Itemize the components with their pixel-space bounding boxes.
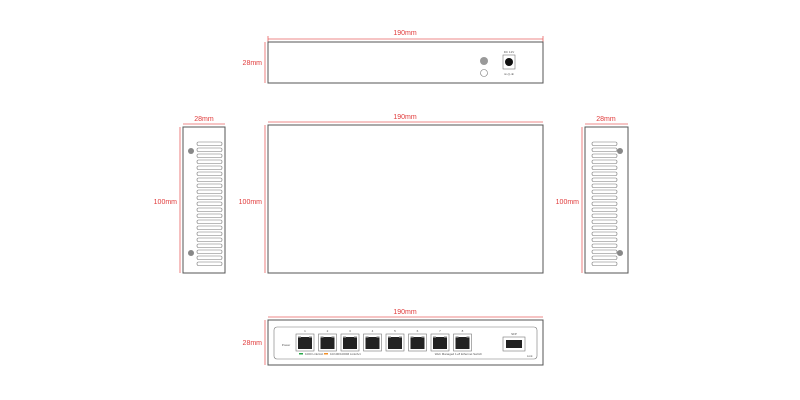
ethernet-port — [363, 333, 382, 352]
port-number: 4 — [372, 329, 374, 333]
ethernet-port — [295, 333, 315, 352]
vent-slot — [196, 255, 223, 260]
vent-slot — [196, 261, 223, 266]
vent-slot — [196, 141, 223, 146]
vent-slot — [591, 183, 618, 188]
front-height-label: 28mm — [243, 340, 263, 347]
vent-slot — [196, 177, 223, 182]
ethernet-port — [318, 333, 337, 352]
vent-slot — [591, 165, 618, 170]
top-view: 190mm 100mm — [239, 114, 544, 274]
port-number: 7 — [439, 329, 441, 333]
side-width-label: 28mm — [194, 116, 214, 123]
ethernet-port — [408, 333, 427, 352]
right-width-label: 28mm — [596, 116, 616, 123]
vent-slot — [591, 237, 618, 242]
ground-screw-icon — [480, 57, 488, 65]
port-number: 8 — [462, 329, 464, 333]
vent-slot — [591, 153, 618, 158]
legend-orange-text: 10/100/1000M Link/Act — [330, 352, 361, 356]
vent-slot — [196, 225, 223, 230]
vent-slot — [591, 219, 618, 224]
ethernet-port — [340, 333, 360, 352]
dc-jack — [505, 58, 513, 66]
vent-slot — [591, 147, 618, 152]
model-text: Web Managed 1+8 Ethernet Switch — [435, 352, 483, 356]
ethernet-port — [453, 333, 472, 352]
vent-slot — [591, 171, 618, 176]
vent-slot — [196, 189, 223, 194]
orange-led-legend — [324, 353, 328, 355]
vent-slot — [196, 195, 223, 200]
vent-slot — [591, 255, 618, 260]
rear-view: 190mm 28mm DC 12V ⊖-◎-⊕ — [243, 30, 544, 84]
vent-slot — [591, 207, 618, 212]
vent-slot — [196, 171, 223, 176]
height-label: 28mm — [243, 60, 263, 67]
right-side-view: 28mm 100mm — [556, 116, 629, 274]
port-number: 3 — [349, 329, 351, 333]
port-number: 6 — [417, 329, 419, 333]
vent-slot — [196, 153, 223, 158]
power-led-label: Power — [282, 343, 291, 347]
port-number: 1 — [304, 329, 306, 333]
vent-slot — [196, 243, 223, 248]
vent-slot — [196, 183, 223, 188]
vent-slot — [591, 249, 618, 254]
top-depth-label: 100mm — [239, 199, 263, 206]
width-label: 190mm — [393, 30, 417, 37]
port-number: 5 — [394, 329, 396, 333]
top-width-label: 190mm — [393, 114, 417, 121]
ethernet-port — [430, 333, 450, 352]
vent-slot — [591, 201, 618, 206]
ethernet-port — [385, 333, 405, 352]
left-side-view: 28mm 100mm — [154, 116, 226, 274]
vent-slot — [591, 231, 618, 236]
svg-text:⊖-◎-⊕: ⊖-◎-⊕ — [504, 72, 514, 76]
side-depth-label: 100mm — [154, 199, 178, 206]
vent-slot — [591, 159, 618, 164]
green-led-legend — [299, 353, 303, 355]
sfp-label: SFP — [511, 332, 517, 336]
legend-green-text: 1000 Link/Act — [305, 352, 323, 356]
dc-label: DC 12V — [504, 50, 515, 54]
ground-icon — [480, 69, 488, 77]
vent-slot — [591, 177, 618, 182]
vent-slot — [196, 147, 223, 152]
vent-slot — [196, 249, 223, 254]
vent-slot — [591, 195, 618, 200]
vent-slot — [196, 213, 223, 218]
vent-slot — [196, 237, 223, 242]
vent-slot — [196, 165, 223, 170]
sfp-led-label: Link — [527, 354, 533, 358]
sfp-port — [502, 336, 526, 352]
front-width-label: 190mm — [393, 309, 417, 316]
vent-slot — [591, 261, 618, 266]
vent-slot — [196, 207, 223, 212]
vent-slot — [196, 219, 223, 224]
vent-slot — [591, 213, 618, 218]
vent-slot — [196, 201, 223, 206]
right-depth-label: 100mm — [556, 199, 580, 206]
vent-slot — [196, 231, 223, 236]
vent-slot — [591, 225, 618, 230]
vent-slot — [591, 141, 618, 146]
vent-slot — [196, 159, 223, 164]
vent-slot — [591, 243, 618, 248]
vent-slot — [591, 189, 618, 194]
port-number: 2 — [327, 329, 329, 333]
